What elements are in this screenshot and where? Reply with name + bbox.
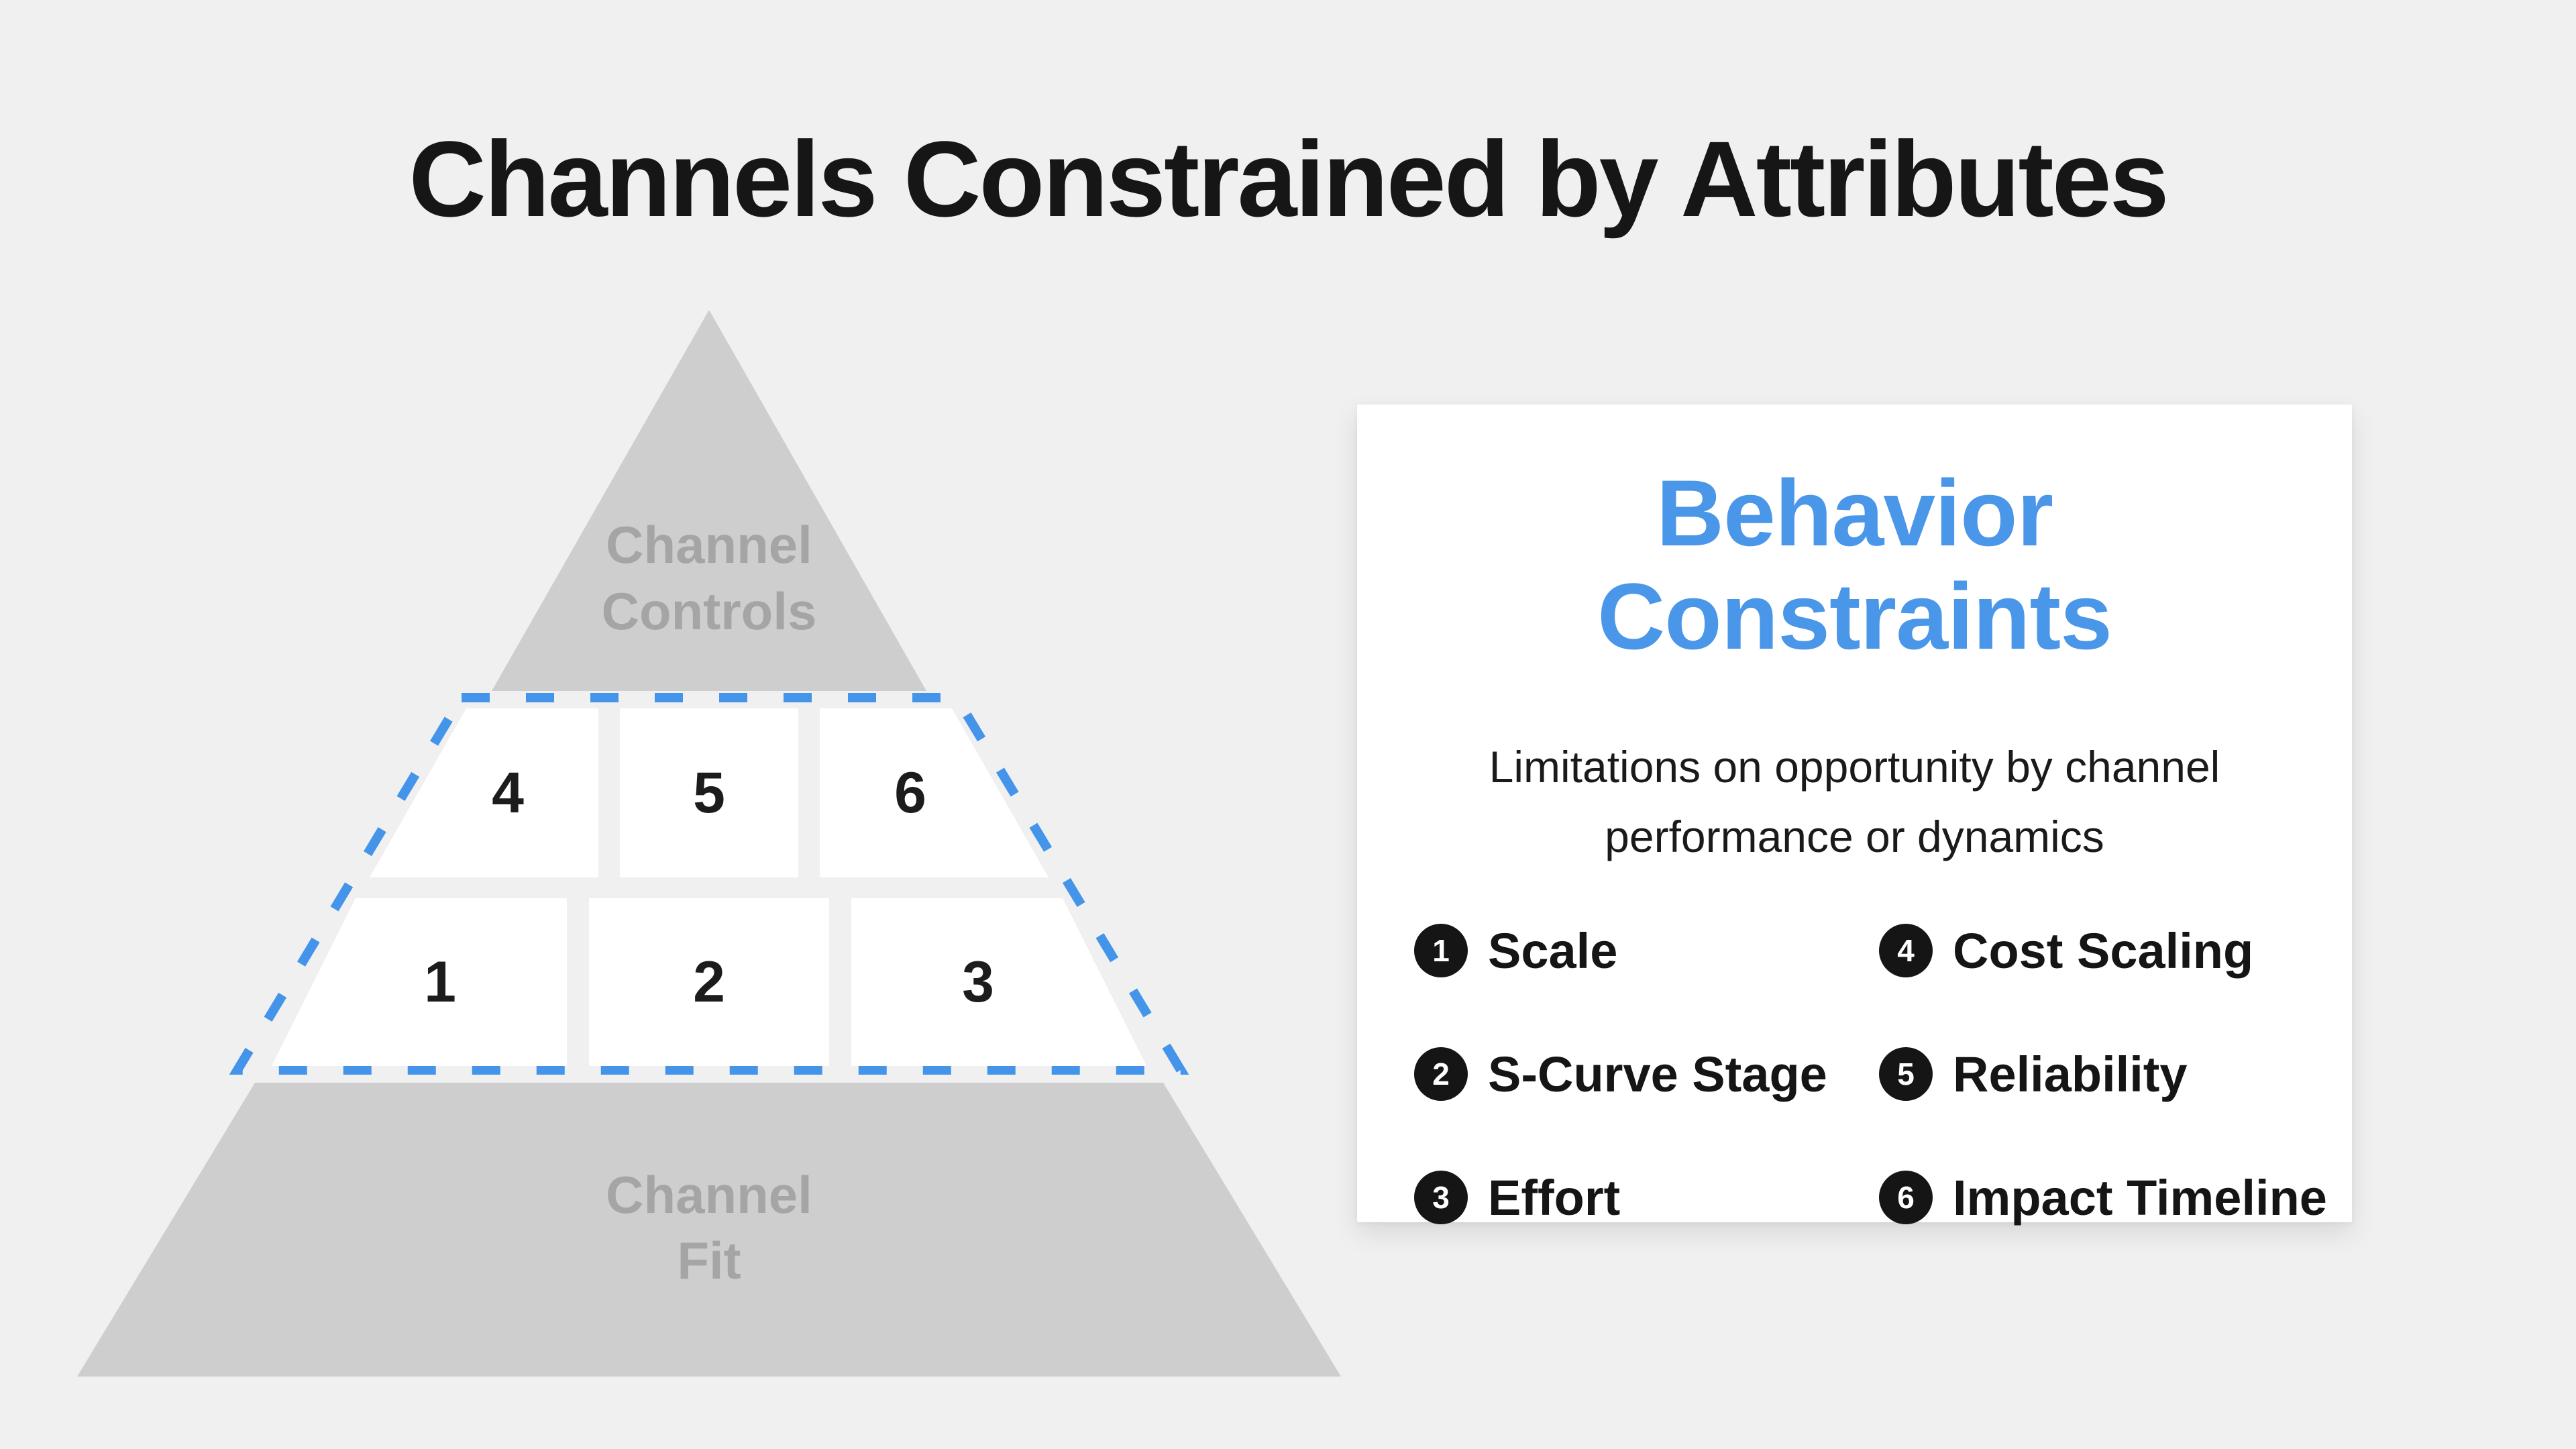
- card-heading: Behavior Constraints: [1597, 460, 2112, 669]
- item-label: Impact Timeline: [1953, 1169, 2327, 1226]
- cell-6: [820, 708, 1049, 877]
- pyramid-bottom-trapezoid: [77, 1083, 1341, 1377]
- top-section-label-line2: Controls: [602, 582, 817, 641]
- bottom-section-label-line1: Channel: [606, 1165, 812, 1224]
- item-number-badge: 3: [1414, 1171, 1468, 1224]
- cell-3-number: 3: [962, 950, 994, 1014]
- cell-2-number: 2: [693, 950, 725, 1014]
- item-label: Cost Scaling: [1953, 922, 2254, 979]
- item-label: S-Curve Stage: [1488, 1046, 1827, 1102]
- cell-3: [851, 898, 1146, 1066]
- constraint-item-cost-scaling: 4 Cost Scaling: [1879, 922, 2295, 979]
- item-label: Reliability: [1953, 1046, 2188, 1102]
- item-number-badge: 5: [1879, 1047, 1933, 1101]
- cell-2: [589, 898, 829, 1066]
- constraint-item-effort: 3 Effort: [1414, 1169, 1879, 1226]
- item-label: Scale: [1488, 922, 1618, 979]
- top-section-label-line1: Channel: [606, 515, 812, 574]
- cell-1: [272, 898, 567, 1066]
- dashed-band-outline: [229, 693, 1189, 1075]
- pyramid-top-triangle: [492, 310, 926, 691]
- item-number-badge: 1: [1414, 924, 1468, 977]
- bottom-section-label-line2: Fit: [677, 1231, 741, 1290]
- item-label: Effort: [1488, 1169, 1621, 1226]
- item-number-badge: 4: [1879, 924, 1933, 977]
- cell-5: [620, 708, 798, 877]
- constraint-item-reliability: 5 Reliability: [1879, 1046, 2295, 1102]
- item-number-badge: 6: [1879, 1171, 1933, 1224]
- constraint-list: 1 Scale 2 S-Curve Stage 3 Effort 4 Cost …: [1414, 922, 2327, 1226]
- item-number-badge: 2: [1414, 1047, 1468, 1101]
- page-title: Channels Constrained by Attributes: [409, 119, 2169, 239]
- cell-5-number: 5: [693, 761, 725, 825]
- cell-1-number: 1: [424, 950, 456, 1014]
- cell-4: [370, 708, 598, 877]
- constraint-item-scale: 1 Scale: [1414, 922, 1879, 979]
- cell-6-number: 6: [894, 761, 926, 825]
- behavior-constraints-card: Behavior Constraints Limitations on oppo…: [1357, 405, 2352, 1226]
- cell-4-number: 4: [492, 761, 524, 825]
- constraint-item-s-curve-stage: 2 S-Curve Stage: [1414, 1046, 1879, 1102]
- constraint-item-impact-timeline: 6 Impact Timeline: [1879, 1170, 2327, 1226]
- card-description: Limitations on opportunity by channel pe…: [1489, 742, 2220, 861]
